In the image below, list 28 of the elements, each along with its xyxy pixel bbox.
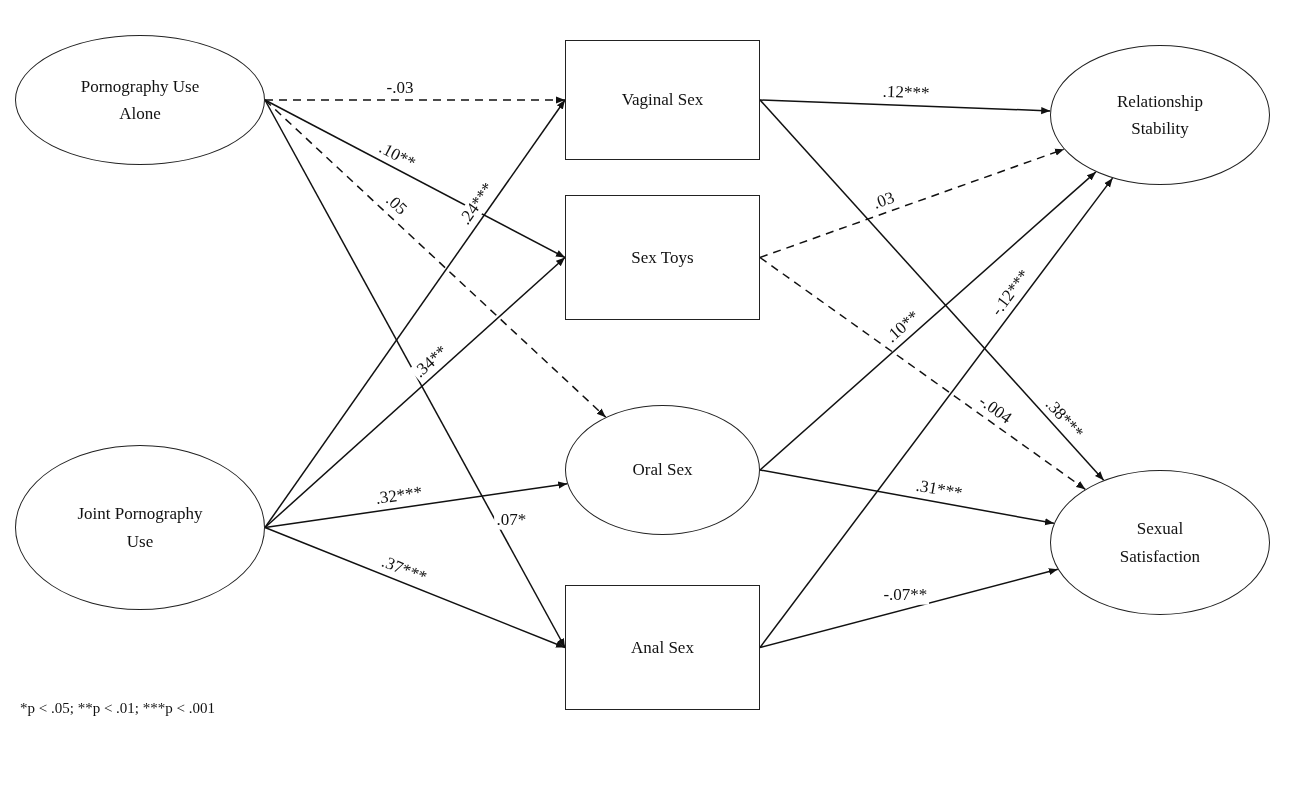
path-arrow (759, 99, 1105, 481)
variable-name: Sexual Satisfaction (1118, 518, 1202, 568)
path-arrow (759, 256, 1087, 491)
path-arrow (264, 256, 566, 529)
variable-name: Sex Toys (631, 246, 694, 269)
variable-name: Oral Sex (632, 459, 693, 482)
path-arrow (759, 177, 1114, 649)
observed-variable-box (565, 40, 760, 160)
path-arrow (264, 99, 607, 418)
path-arrow (264, 99, 566, 259)
variable-name: Anal Sex (631, 636, 694, 659)
path-arrow (264, 96, 566, 104)
path-arrow (759, 568, 1059, 649)
observed-variable-box (565, 195, 760, 320)
variable-name: Pornography Use Alone (79, 75, 201, 125)
path-arrow (264, 526, 566, 649)
path-arrow (264, 99, 566, 529)
variable-name: Relationship Stability (1116, 90, 1204, 140)
path-arrow (759, 469, 1055, 526)
significance-note: *p < .05; **p < .01; ***p < .001 (20, 700, 215, 717)
variable-name: Joint Pornography Use (76, 503, 204, 553)
variable-name: Vaginal Sex (621, 89, 704, 112)
path-arrow (264, 481, 568, 529)
observed-variable-box (565, 585, 760, 710)
path-arrow (759, 148, 1065, 259)
path-arrow (759, 99, 1051, 115)
path-arrow (264, 99, 566, 649)
path-arrow (759, 171, 1097, 471)
